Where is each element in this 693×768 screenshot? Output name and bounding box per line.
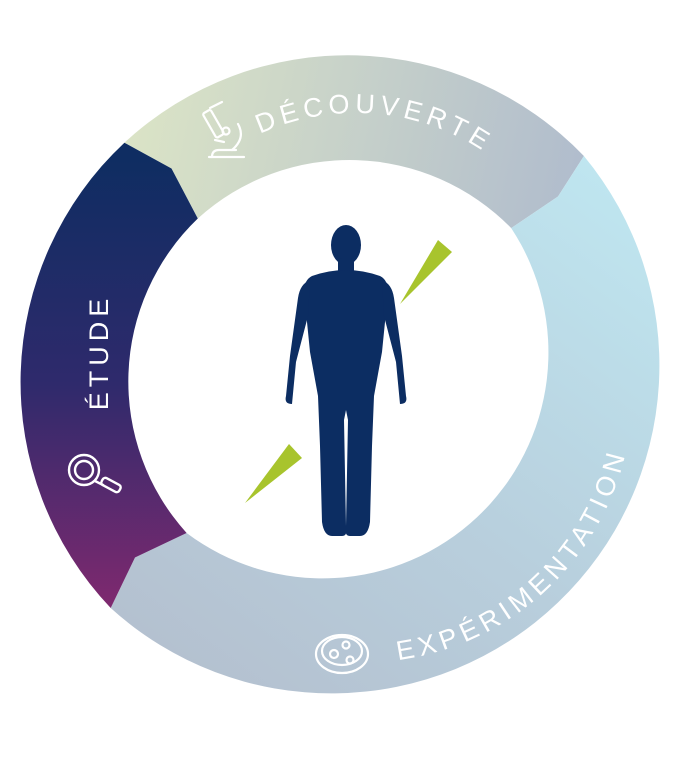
segment-etude — [20, 142, 198, 608]
human-body-icon — [285, 225, 407, 536]
accent-wedge-upper — [400, 240, 452, 304]
segment-experimentation — [110, 156, 660, 694]
petri-dish-icon — [314, 633, 370, 675]
label-etude: ÉTUDE — [84, 294, 114, 411]
segment-decouverte — [124, 55, 584, 229]
microscope-icon — [202, 100, 246, 159]
magnifying-glass-icon — [67, 453, 122, 494]
accent-wedge-lower — [245, 444, 302, 503]
